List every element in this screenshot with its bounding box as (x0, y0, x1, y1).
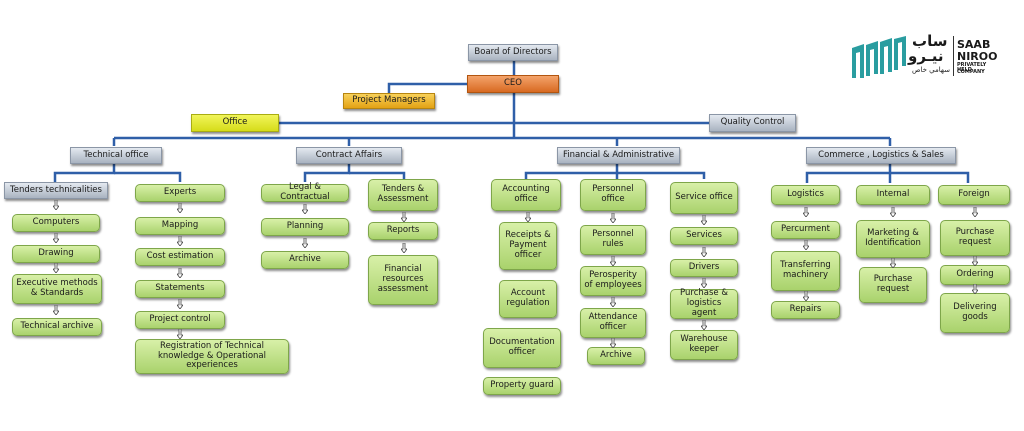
property-guard: Property guard (483, 377, 561, 395)
down-arrow-icon (177, 203, 183, 213)
down-arrow-icon (302, 204, 308, 214)
experts: Experts (135, 184, 225, 202)
planning: Planning (261, 218, 349, 236)
down-arrow-icon (701, 247, 707, 257)
project-managers: Project Managers (343, 93, 435, 109)
accounting-office: Accounting office (491, 179, 561, 211)
down-arrow-icon (177, 268, 183, 278)
down-arrow-icon (890, 258, 896, 268)
repairs: Repairs (771, 301, 840, 319)
personnel-office: Personnel office (580, 179, 646, 211)
purchase-request-internal: Purchase request (859, 267, 927, 303)
reports: Reports (368, 222, 438, 240)
down-arrow-icon (401, 212, 407, 222)
logo-english-4: COMPANY (957, 69, 985, 75)
financial-archive: Archive (587, 347, 645, 365)
services: Services (670, 227, 738, 245)
percurment: Percurment (771, 221, 840, 239)
down-arrow-icon (803, 207, 809, 217)
internal: Internal (856, 185, 930, 205)
drivers: Drivers (670, 259, 738, 277)
statements: Statements (135, 280, 225, 298)
financial-administrative: Financial & Administrative (557, 147, 680, 164)
commerce-logistics-sales: Commerce , Logistics & Sales (806, 147, 956, 164)
receipts-payment-officer: Receipts & Payment officer (499, 222, 557, 270)
mapping: Mapping (135, 217, 225, 235)
down-arrow-icon (610, 213, 616, 223)
down-arrow-icon (610, 338, 616, 348)
delivering-goods: Delivering goods (940, 293, 1010, 333)
technical-office: Technical office (70, 147, 162, 164)
logo-arabic-3: سهامي خاص (912, 66, 950, 74)
down-arrow-icon (177, 299, 183, 309)
down-arrow-icon (177, 329, 183, 339)
account-regulation: Account regulation (499, 280, 557, 318)
logistics: Logistics (771, 185, 840, 205)
logo-english-1: SAAB (957, 38, 991, 51)
transferring-machinery: Transferring machinery (771, 251, 840, 291)
logo-arabic-1: ساب (912, 32, 948, 50)
down-arrow-icon (610, 256, 616, 266)
foreign: Foreign (938, 185, 1010, 205)
down-arrow-icon (53, 305, 59, 315)
attendance-officer: Attendance officer (580, 308, 646, 338)
down-arrow-icon (53, 263, 59, 273)
logo-divider (953, 36, 954, 76)
drawing: Drawing (12, 245, 100, 263)
purchase-logistics-agent: Purchase & logistics agent (670, 288, 738, 319)
contract-archive: Archive (261, 251, 349, 269)
down-arrow-icon (803, 291, 809, 301)
warehouse-keeper: Warehouse keeper (670, 330, 738, 360)
ordering: Ordering (940, 265, 1010, 285)
down-arrow-icon (701, 320, 707, 330)
down-arrow-icon (701, 215, 707, 225)
down-arrow-icon (972, 256, 978, 266)
logo-arabic-2: نيـرو (908, 47, 944, 65)
marketing-identification: Marketing & Identification (856, 220, 930, 258)
purchase-request-foreign: Purchase request (940, 220, 1010, 256)
financial-resources-assessment: Financial resources assessment (368, 255, 438, 305)
down-arrow-icon (610, 297, 616, 307)
personnel-rules: Personnel rules (580, 225, 646, 255)
down-arrow-icon (525, 212, 531, 222)
office: Office (191, 114, 279, 132)
logo-english-2: NIROO (957, 50, 998, 63)
down-arrow-icon (177, 236, 183, 246)
board-of-directors: Board of Directors (468, 44, 558, 61)
executive-methods-standards: Executive methods & Standards (12, 274, 102, 304)
perosperity-of-employees: Perosperity of employees (580, 266, 646, 296)
documentation-officer: Documentation officer (483, 328, 561, 368)
down-arrow-icon (302, 238, 308, 248)
contract-affairs: Contract Affairs (296, 147, 402, 164)
saab-niroo-logo: ساب نيـرو سهامي خاص SAAB NIROO PRIVATELY… (850, 32, 1000, 88)
ceo: CEO (467, 75, 559, 93)
computers: Computers (12, 214, 100, 232)
quality-control: Quality Control (709, 114, 796, 132)
logo-mark-icon (852, 36, 906, 78)
down-arrow-icon (890, 207, 896, 217)
registration-technical-knowledge: Registration of Technical knowledge & Op… (135, 339, 289, 374)
cost-estimation: Cost estimation (135, 248, 225, 266)
technical-archive: Technical archive (12, 318, 102, 336)
down-arrow-icon (401, 243, 407, 253)
down-arrow-icon (803, 240, 809, 250)
logo-english-3: PRIVATELY HELD (957, 62, 987, 73)
legal-contractual: Legal & Contractual (261, 182, 349, 202)
down-arrow-icon (53, 233, 59, 243)
down-arrow-icon (701, 278, 707, 288)
service-office: Service office (670, 182, 738, 214)
tenders-technicalities: Tenders technicalities (4, 182, 108, 199)
down-arrow-icon (972, 284, 978, 294)
tenders-assessment: Tenders & Assessment (368, 179, 438, 211)
down-arrow-icon (53, 200, 59, 210)
down-arrow-icon (972, 207, 978, 217)
project-control: Project control (135, 311, 225, 329)
